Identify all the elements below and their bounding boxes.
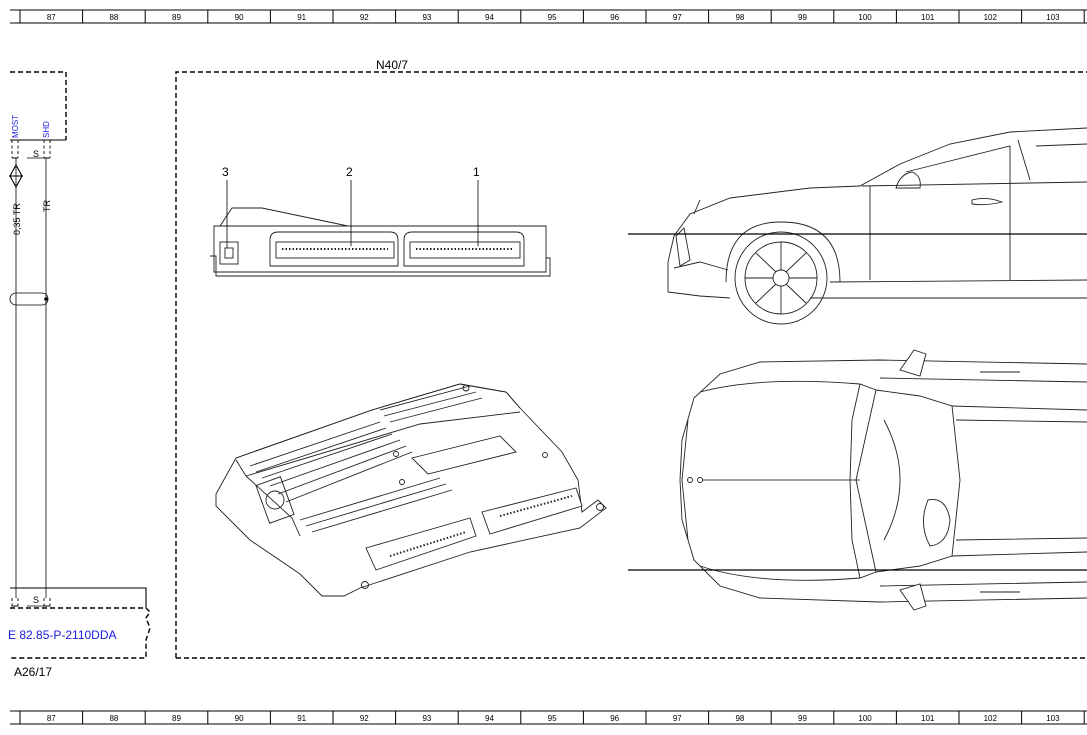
ruler-top-column-93: 93 (422, 13, 431, 22)
pin-label-most: MOST (11, 115, 20, 138)
connector-label-2: 2 (346, 165, 353, 179)
ruler-bottom-column-88: 88 (109, 714, 118, 723)
ruler-top-column-99: 99 (798, 13, 807, 22)
ruler-top-column-103: 103 (1046, 13, 1060, 22)
column-ruler-bottom (10, 710, 1087, 725)
ruler-top-column-92: 92 (360, 13, 369, 22)
component-frame (175, 71, 1087, 658)
ruler-bottom-column-98: 98 (735, 714, 744, 723)
ruler-top-column-91: 91 (297, 13, 306, 22)
ruler-bottom-column-89: 89 (172, 714, 181, 723)
ruler-bottom-column-99: 99 (798, 714, 807, 723)
ruler-bottom-column-102: 102 (984, 714, 998, 723)
control-unit-iso-view (215, 383, 607, 597)
module-id-label: A26/17 (14, 665, 52, 679)
twisted-pair-oval (9, 292, 49, 306)
ruler-top-column-88: 88 (109, 13, 118, 22)
ruler-top-column-98: 98 (735, 13, 744, 22)
wire-label-right: TR (42, 200, 52, 212)
vehicle-top-view (628, 349, 1087, 611)
ruler-top-cells: 87 88 89 90 91 92 93 94 95 96 97 98 99 100 101 102 103 (19, 10, 1085, 23)
column-ruler-top (10, 9, 1087, 24)
shield-marker-bottom: S (33, 595, 39, 605)
ruler-top-column-96: 96 (610, 13, 619, 22)
ruler-bottom-column-96: 96 (610, 714, 619, 723)
reference-link[interactable]: E 82.85-P-2110DDA (8, 628, 117, 642)
ruler-bottom-column-94: 94 (485, 714, 494, 723)
ruler-bottom-column-93: 93 (422, 714, 431, 723)
left-module (9, 71, 151, 659)
ruler-bottom-column-87: 87 (47, 714, 56, 723)
ruler-bottom-column-95: 95 (548, 714, 557, 723)
shield-marker-top: S (33, 149, 39, 159)
connector-label-1: 1 (473, 165, 480, 179)
ruler-top-column-101: 101 (921, 13, 935, 22)
ruler-bottom-column-90: 90 (235, 714, 244, 723)
connector-label-3: 3 (222, 165, 229, 179)
ruler-top-column-102: 102 (984, 13, 998, 22)
ruler-bottom-column-91: 91 (297, 714, 306, 723)
ruler-bottom-column-100: 100 (858, 714, 872, 723)
wire-label-left: 0,35 TR (12, 203, 22, 235)
pin-label-shd: SHD (42, 121, 51, 138)
control-unit-side-view (210, 180, 551, 277)
ruler-top-column-90: 90 (235, 13, 244, 22)
ruler-top-column-100: 100 (858, 13, 872, 22)
component-id: N40/7 (376, 58, 408, 72)
vehicle-side-view (628, 127, 1087, 325)
ruler-bottom-column-97: 97 (673, 714, 682, 723)
ruler-bottom-column-103: 103 (1046, 714, 1060, 723)
ruler-bottom-column-101: 101 (921, 714, 935, 723)
ground-diamond-icon (9, 163, 23, 189)
ruler-bottom-column-92: 92 (360, 714, 369, 723)
ruler-top-column-87: 87 (47, 13, 56, 22)
ruler-top-column-97: 97 (673, 13, 682, 22)
ruler-top-column-94: 94 (485, 13, 494, 22)
ruler-top-column-89: 89 (172, 13, 181, 22)
ruler-top-column-95: 95 (548, 13, 557, 22)
ruler-bottom-cells: 87 88 89 90 91 92 93 94 95 96 97 98 99 100 101 102 103 (19, 711, 1085, 724)
